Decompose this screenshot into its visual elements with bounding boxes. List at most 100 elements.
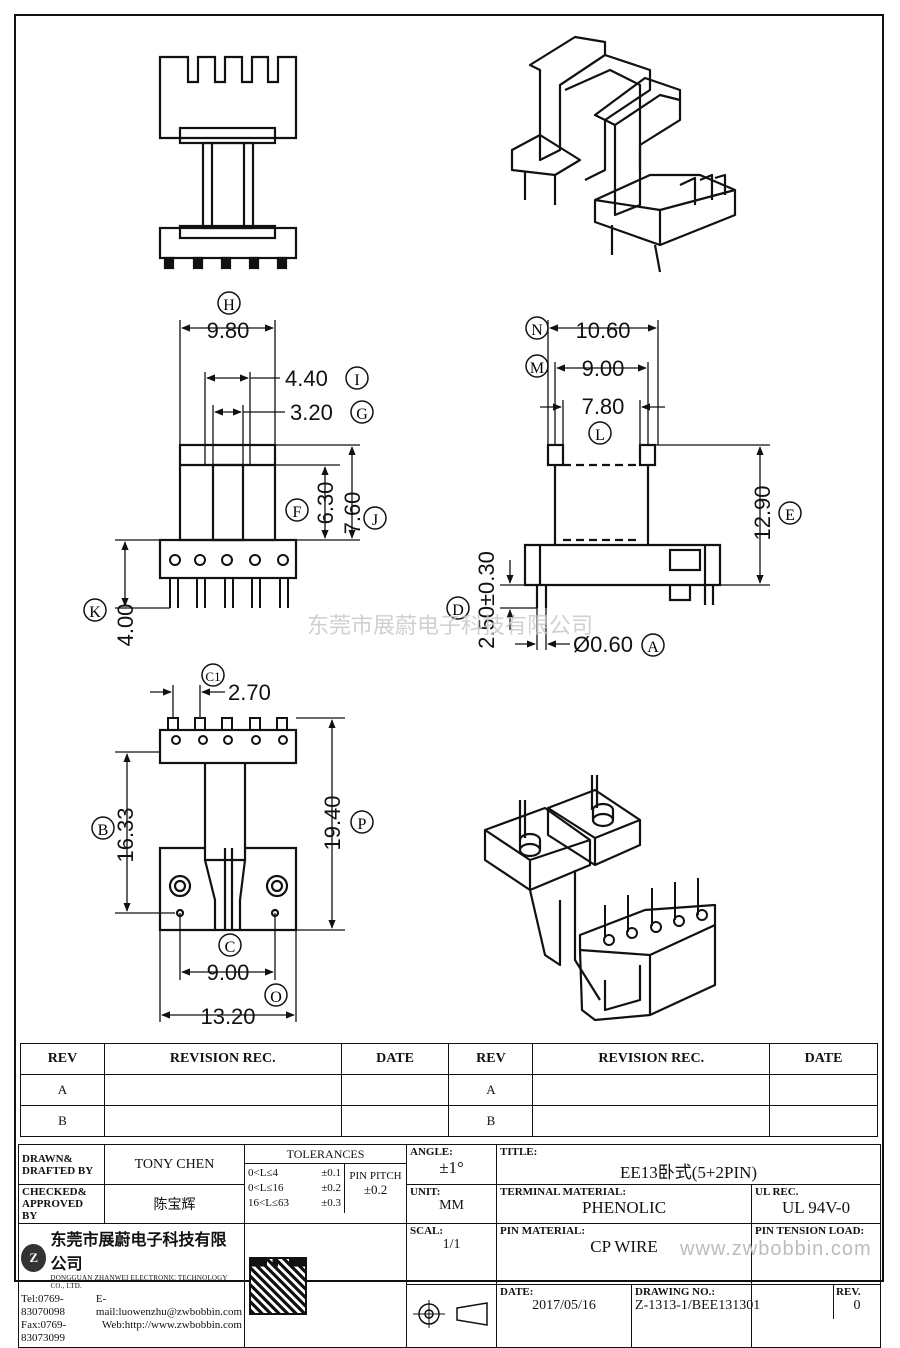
pin-material-value: CP WIRE	[590, 1237, 658, 1256]
dim-a-value: Ø0.60	[573, 632, 633, 657]
dim-p-value: 19.40	[320, 795, 345, 850]
tol-range-1: 0<L≤4	[248, 1167, 278, 1179]
pin-tension-label: PIN TENSION LOAD:	[755, 1225, 865, 1237]
rev-cell: B	[20, 1105, 105, 1137]
dim-e-value: 12.90	[750, 485, 775, 540]
title-block-area: REV REVISION REC. DATE REV REVISION REC.…	[18, 1043, 882, 1348]
scale-value: 1/1	[442, 1237, 461, 1252]
pin-material-label: PIN MATERIAL:	[500, 1225, 586, 1237]
tolerances-label: TOLERANCES	[245, 1145, 407, 1164]
isometric-view-lower	[483, 775, 717, 1022]
front-view-dimensions	[115, 320, 360, 609]
company-logo: Z	[21, 1244, 47, 1272]
checked-by-value: 陈宝辉	[104, 1184, 245, 1224]
dim-g-value: 3.20	[290, 400, 333, 425]
tol-value-3: ±0.3	[321, 1197, 341, 1209]
drawing-no-label: DRAWING NO.:	[635, 1286, 716, 1299]
ul-rec-label: UL REC.	[755, 1186, 799, 1198]
dim-j-label: J	[372, 512, 378, 529]
dim-c-value: 9.00	[207, 960, 250, 985]
title-value: EE13卧式(5+2PIN)	[619, 1163, 758, 1182]
tol-range-3: 16<L≤63	[248, 1197, 289, 1209]
date-col-header-2: DATE	[769, 1043, 878, 1075]
isometric-view-upper	[510, 35, 737, 273]
revision-row: A A	[20, 1074, 878, 1106]
rev-cell: A	[20, 1074, 105, 1106]
dim-h-value: 9.80	[207, 318, 250, 343]
title-label: TITLE:	[500, 1146, 538, 1158]
dim-p-label: P	[358, 816, 367, 833]
scale-label: SCAL:	[410, 1225, 444, 1237]
date-col-header: DATE	[340, 1043, 450, 1075]
dim-i-label: I	[354, 372, 359, 389]
dim-l-value: 7.80	[582, 394, 625, 419]
bottom-view	[158, 717, 298, 932]
dim-k-label: K	[89, 604, 101, 621]
dim-b-label: B	[98, 822, 109, 839]
revision-table: REV REVISION REC. DATE REV REVISION REC.…	[20, 1043, 878, 1137]
qr-code-icon	[249, 1256, 307, 1315]
company-web: Web:http://www.zwbobbin.com	[101, 1319, 242, 1331]
dim-f-value: 6.30	[313, 482, 338, 525]
company-name-en: DONGGUAN ZHANWEI ELECTRONIC TECHNOLOGY C…	[50, 1274, 228, 1290]
dim-k-value: 4.00	[113, 604, 138, 647]
rev-cell-2: A	[448, 1074, 534, 1106]
dim-m-label: M	[530, 360, 544, 377]
dim-c1-value: 2.70	[228, 680, 271, 705]
dim-l-label: L	[595, 427, 605, 444]
unit-value: MM	[439, 1198, 464, 1213]
rev-cell-2: B	[448, 1105, 534, 1137]
dim-i-value: 4.40	[285, 366, 328, 391]
side-view-dimensions	[500, 320, 770, 650]
side-view	[523, 443, 722, 608]
dim-g-label: G	[356, 406, 368, 423]
rev-col-header-2: REV	[448, 1043, 534, 1075]
technical-drawing: H 9.80 4.40 I 3.20 G F 6.30 7.60 J K 4.0…	[83, 35, 802, 1029]
pin-pitch-value: ±0.2	[363, 1182, 388, 1197]
dim-d-label: D	[452, 602, 464, 619]
dim-n-value: 10.60	[575, 318, 630, 343]
revision-row: B B	[20, 1105, 878, 1137]
bottom-view-dimensions	[115, 685, 345, 1022]
front-view	[158, 443, 298, 608]
revision-rec-col-header-2: REVISION REC.	[532, 1043, 771, 1075]
watermark-bottom: www.zwbobbin.com	[680, 1238, 872, 1260]
tol-value-2: ±0.2	[321, 1182, 341, 1194]
angle-value: ±1°	[439, 1158, 464, 1177]
rev-value: 0	[853, 1298, 861, 1314]
terminal-material-value: PHENOLIC	[581, 1198, 667, 1217]
company-tel: Tel:0769-83070098	[21, 1293, 65, 1318]
date-value: 2017/05/16	[532, 1298, 596, 1314]
rev-label: REV.	[836, 1286, 861, 1299]
pin-pitch-label: PIN PITCH	[349, 1170, 402, 1182]
dim-o-value: 13.20	[200, 1004, 255, 1029]
terminal-material-label: TERMINAL MATERIAL:	[500, 1186, 627, 1198]
company-fax: Fax:0769-83073099	[21, 1319, 67, 1344]
date-label: DATE:	[500, 1286, 534, 1299]
dim-h-label: H	[223, 297, 235, 314]
dim-o-label: O	[270, 989, 282, 1006]
revision-rec-col-header: REVISION REC.	[103, 1043, 342, 1075]
watermark-center: 东莞市展蔚电子科技有限公司	[307, 613, 593, 638]
dimension-labels: H 9.80 4.40 I 3.20 G F 6.30 7.60 J K 4.0…	[83, 291, 802, 1029]
drawn-by-value: TONY CHEN	[104, 1144, 245, 1185]
dim-b-value: 16.33	[113, 807, 138, 862]
checked-by-label: CHECKED& APPROVED BY	[18, 1184, 105, 1224]
drawn-by-label: DRAWN& DRAFTED BY	[18, 1144, 105, 1185]
rev-col-header: REV	[20, 1043, 105, 1075]
company-name-cn: 东莞市展蔚电子科技有限公司	[50, 1232, 227, 1273]
tol-range-2: 0<L≤16	[248, 1182, 284, 1194]
dim-j-value: 7.60	[340, 492, 365, 535]
dim-d-value: 2.50±0.30	[474, 551, 499, 649]
unit-label: UNIT:	[410, 1186, 441, 1198]
dim-m-value: 9.00	[582, 356, 625, 381]
angle-label: ANGLE:	[410, 1146, 453, 1158]
dim-f-label: F	[293, 504, 302, 521]
tol-value-1: ±0.1	[321, 1167, 341, 1179]
dim-e-label: E	[785, 507, 795, 524]
company-email: E-mail:luowenzhu@zwbobbin.com	[95, 1293, 242, 1318]
dim-a-label: A	[647, 639, 659, 656]
top-view	[158, 55, 298, 270]
drawing-no-value: Z-1313-1/BEE131301	[635, 1298, 761, 1314]
ul-rec-value: UL 94V-0	[781, 1198, 851, 1217]
